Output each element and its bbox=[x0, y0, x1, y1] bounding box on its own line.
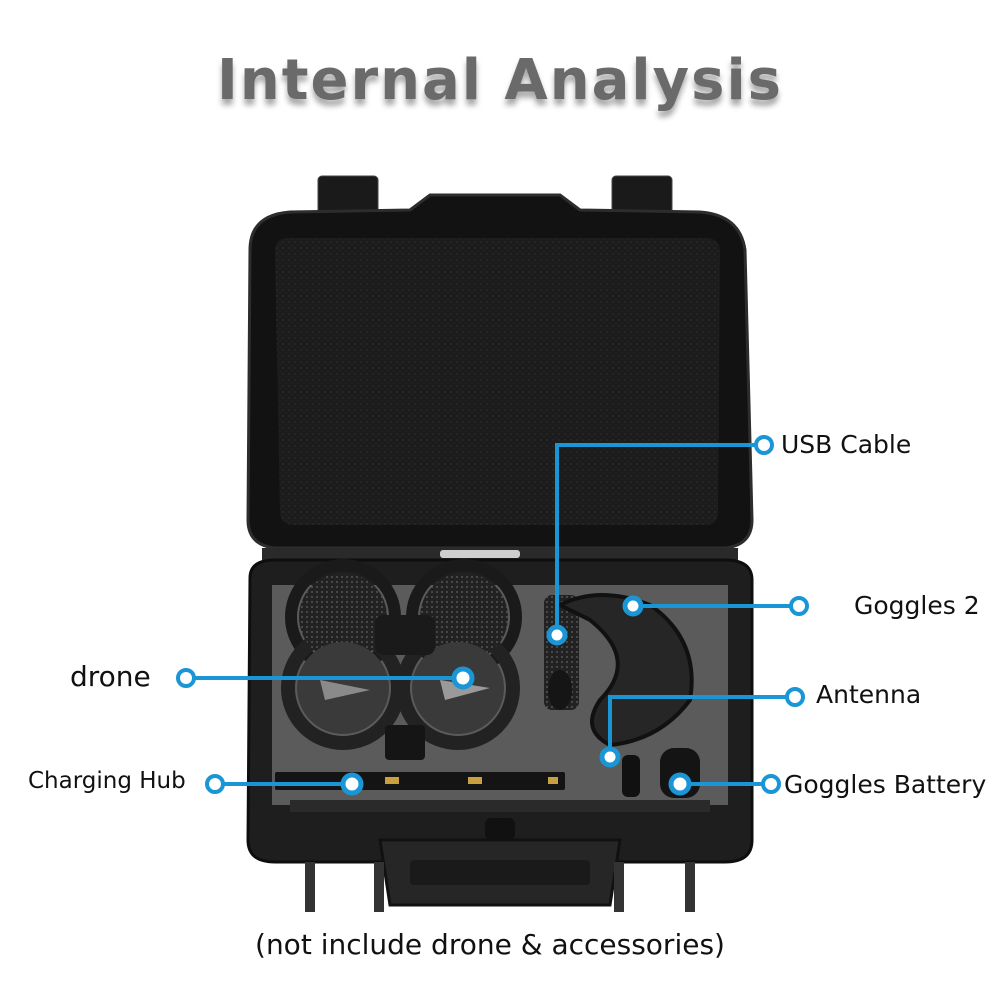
page-title: Internal Analysis bbox=[217, 48, 783, 113]
drone-shape bbox=[281, 559, 522, 760]
charging-hub-shape bbox=[275, 772, 565, 790]
caption: (not include drone & accessories) bbox=[255, 928, 725, 961]
callout-target-dots bbox=[340, 595, 692, 796]
callout-label-antenna: Antenna bbox=[816, 680, 922, 709]
callout-label-usb-cable: USB Cable bbox=[781, 430, 912, 459]
callout-label-charging-hub: Charging Hub bbox=[28, 768, 186, 794]
callout-label-goggles-battery: Goggles Battery bbox=[784, 770, 987, 799]
callout-lines bbox=[186, 443, 799, 786]
lid-foam bbox=[275, 238, 720, 525]
callout-label-rings bbox=[176, 435, 809, 794]
callout-label-drone: drone bbox=[70, 660, 151, 693]
callout-label-goggles-2: Goggles 2 bbox=[854, 591, 980, 620]
